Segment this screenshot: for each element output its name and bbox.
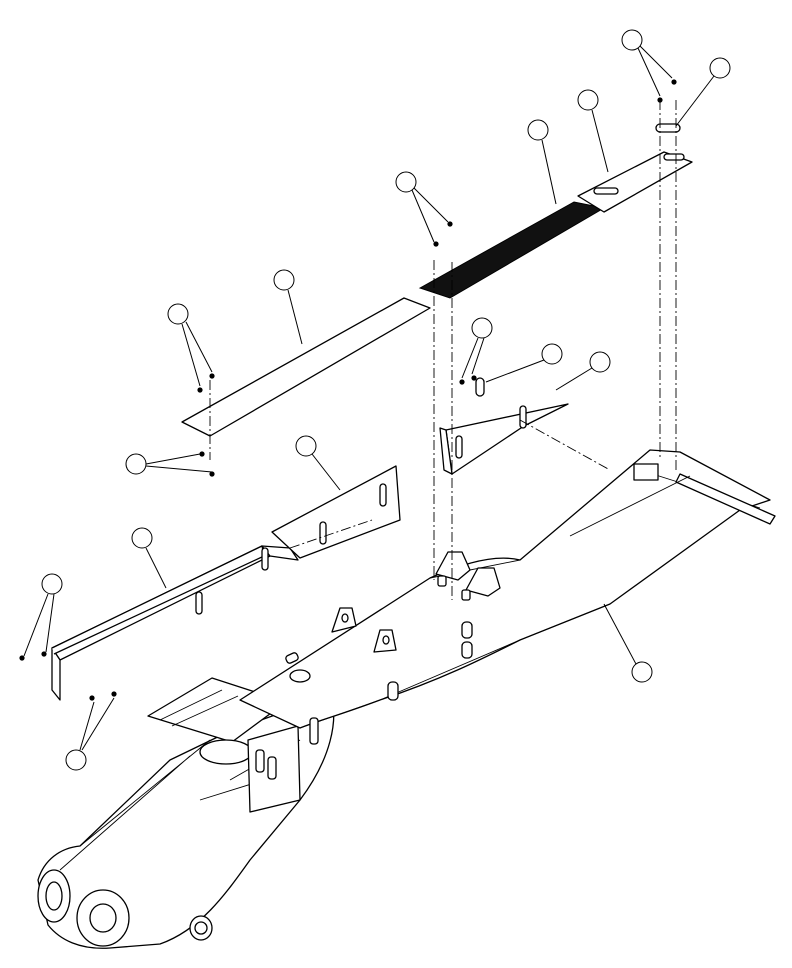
callout-12: [125, 453, 213, 475]
callout-14: [23, 573, 63, 657]
rear-block: [633, 463, 659, 481]
callout-11: [295, 435, 341, 491]
alignment-lines: [209, 100, 677, 600]
top-plate-front: [181, 297, 431, 437]
callout-2: [675, 57, 731, 127]
boom-assembly: [37, 449, 776, 949]
pivot-bore: [89, 903, 117, 933]
callout-16: [603, 603, 653, 683]
boom-rail: [675, 473, 776, 525]
callout-4: [527, 119, 557, 205]
retainer-pin: [655, 123, 681, 133]
callout-3: [577, 89, 609, 173]
callout-9: [485, 343, 563, 383]
fasteners: [19, 79, 677, 701]
callout-5: [395, 171, 449, 243]
callout-6: [273, 269, 303, 345]
saddle-mount-1: [435, 551, 471, 581]
wear-plate-rear-side: [439, 403, 569, 475]
callout-13: [131, 527, 167, 589]
callout-8: [461, 317, 493, 379]
callout-10: [555, 351, 611, 391]
callouts: [23, 29, 731, 771]
callout-7: [167, 303, 213, 387]
top-plate-rear: [577, 123, 693, 213]
callout-15: [65, 697, 115, 771]
saddle-mount-2: [465, 567, 501, 597]
wear-pad-top: [418, 201, 606, 299]
boom-body: [239, 449, 771, 729]
wear-plate-front-side: [51, 545, 299, 701]
callout-1: [621, 29, 673, 97]
wear-plate-mid-side: [271, 465, 401, 559]
